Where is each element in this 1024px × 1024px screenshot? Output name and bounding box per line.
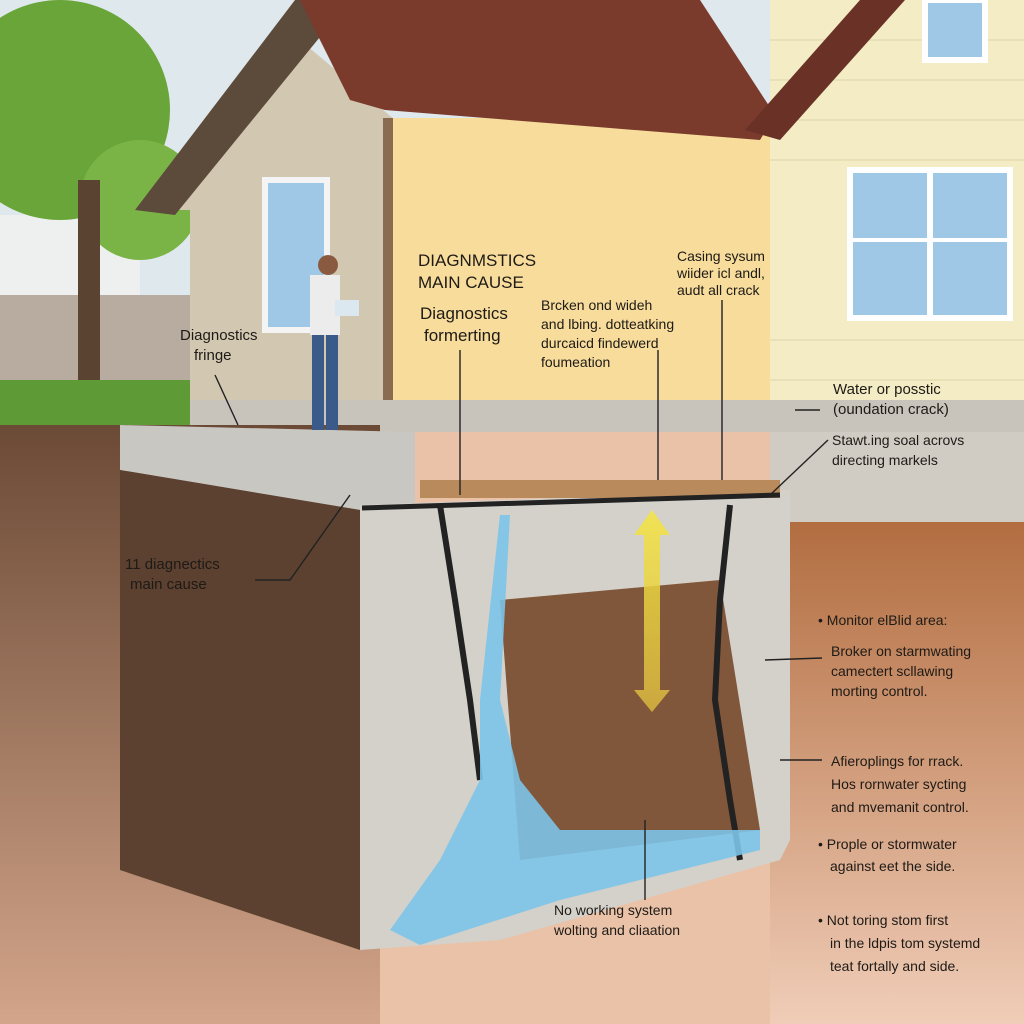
label-people-stormwater: • Prople or stormwater against eet the s… bbox=[818, 833, 957, 877]
label-casing-system: Casing sysum wiider icl andl, audt all c… bbox=[677, 248, 765, 299]
label-line: morting control. bbox=[831, 683, 928, 699]
inspector-person bbox=[310, 255, 359, 430]
left-window bbox=[262, 177, 330, 333]
label-main-cause-title: DIAGNMSTICS MAIN CAUSE bbox=[418, 250, 536, 294]
label-diagnostics-fringe: Diagnostics fringe bbox=[180, 326, 258, 366]
label-broken-widen: Brcken ond widеh and lbing. dotteatking … bbox=[541, 296, 674, 372]
label-line: Water or posstic bbox=[833, 381, 941, 398]
label-afieroplings: Afieroplings for rrack. Hos rornwater sy… bbox=[831, 750, 969, 819]
label-water-crack: Water or posstic (oundation crack) bbox=[833, 380, 949, 420]
lawn bbox=[0, 380, 200, 430]
label-stawing-soal: Stawt.ing soal acrovs directing markels bbox=[832, 430, 964, 470]
label-line: • Monitor elBlid area: bbox=[818, 612, 948, 628]
right-roof bbox=[745, 0, 905, 140]
label-line: Diagnostics bbox=[180, 327, 258, 344]
label-line: and mvemanit control. bbox=[831, 799, 969, 815]
label-broker-stormwater: Broker on starmwating camectert scllawin… bbox=[831, 641, 971, 701]
label-line: • Not toring stom first bbox=[818, 912, 949, 928]
label-diagnostics-formerting: Diagnostics formerting bbox=[420, 303, 508, 347]
upper-window bbox=[922, 0, 988, 63]
label-line: audt all crack bbox=[677, 282, 760, 298]
label-no-working: No working system wolting and cliaation bbox=[554, 900, 680, 940]
label-monitor: • Monitor elBlid area: bbox=[818, 610, 947, 630]
label-line: Afieroplings for rrack. bbox=[831, 753, 964, 769]
label-line: No working system bbox=[554, 902, 673, 918]
label-line: directing markels bbox=[832, 452, 938, 468]
label-main-cause-left: 11 diagnectics main cause bbox=[125, 555, 220, 595]
label-line: main cause bbox=[130, 576, 207, 593]
label-line: foumeation bbox=[541, 354, 611, 370]
label-not-toring: • Not toring stom first in the ldpis tom… bbox=[818, 909, 980, 978]
label-line: 11 diagnectics bbox=[125, 556, 220, 573]
downspout bbox=[383, 118, 393, 418]
label-line: Stawt.ing soal acrovs bbox=[832, 432, 965, 448]
crack-line bbox=[437, 504, 483, 781]
label-line: Diagnostics bbox=[420, 304, 508, 323]
roof bbox=[300, 0, 775, 140]
label-line: wolting and cliaation bbox=[554, 922, 681, 938]
ground-slab bbox=[120, 425, 415, 510]
label-line: DIAGNMSTICS bbox=[418, 251, 537, 270]
label-line: wiider icl andl, bbox=[677, 265, 765, 281]
up-down-arrow bbox=[634, 510, 670, 712]
label-line: Brcken ond widеh bbox=[541, 297, 653, 313]
soil-chamber bbox=[500, 580, 760, 860]
water-flow bbox=[390, 515, 760, 945]
label-line: • Prople or stormwater bbox=[818, 836, 957, 852]
label-line: durcaicd findewerd bbox=[541, 335, 659, 351]
label-line: and lbing. dotteatking bbox=[541, 316, 675, 332]
label-line: teat fortally and side. bbox=[830, 958, 960, 974]
label-line: Hos rornwater sycting bbox=[831, 776, 967, 792]
label-line: MAIN CAUSE bbox=[418, 273, 524, 292]
label-line: Casing sysum bbox=[677, 248, 765, 264]
center-wall bbox=[385, 118, 770, 403]
label-line: Broker on starmwating bbox=[831, 643, 972, 659]
label-line: in the ldpis tom systemd bbox=[830, 935, 981, 951]
label-line: camectert scllawing bbox=[831, 663, 954, 679]
label-line: fringe bbox=[194, 347, 232, 364]
label-line: (oundation crack) bbox=[833, 401, 949, 418]
soil-right bbox=[770, 505, 1024, 1024]
label-line: formerting bbox=[424, 326, 501, 345]
label-line: against eet the side. bbox=[830, 858, 956, 874]
left-roof-edge bbox=[135, 0, 350, 215]
floor-strip bbox=[420, 480, 780, 498]
